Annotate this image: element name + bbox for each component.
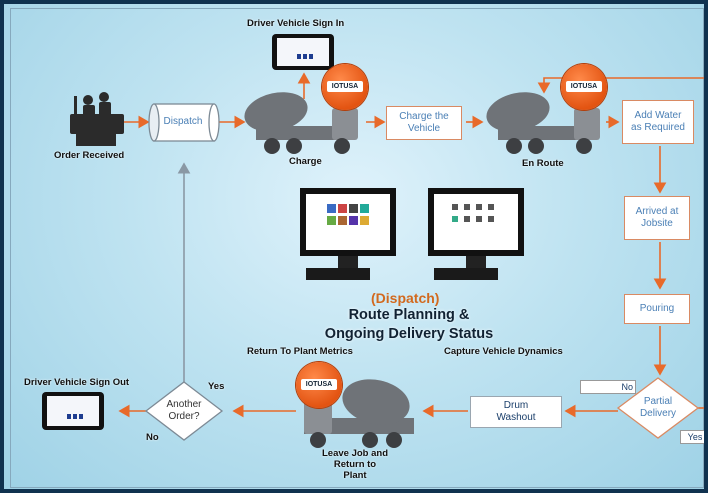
arrived-text: Arrived at Jobsite <box>635 206 679 229</box>
iotusa-badge-text: IOTUSA <box>327 81 363 92</box>
tablet-sign-out <box>42 392 104 430</box>
tablet-tile <box>309 54 313 59</box>
title-line-2: Ongoing Delivery Status <box>324 326 494 342</box>
tablet-tile <box>297 54 301 59</box>
tablet-tile <box>73 414 77 419</box>
dispatch-text: Dispatch <box>163 116 203 127</box>
leave-job-text: Leave Job and Return to Plant <box>322 448 388 481</box>
pouring-box: Pouring <box>624 294 690 324</box>
order-received-label: Order Received <box>54 150 125 161</box>
iotusa-badge-charge: IOTUSA <box>322 64 368 110</box>
tablet-sign-in <box>272 34 334 70</box>
diagram-frame <box>10 8 704 488</box>
another-no-label: No <box>146 432 159 443</box>
return-metrics-label: Return To Plant Metrics <box>247 346 353 357</box>
partial-no-box: No <box>580 380 636 394</box>
another-yes-label: Yes <box>208 381 225 392</box>
arrow-water-loop <box>537 77 704 94</box>
driver-sign-out-label: Driver Vehicle Sign Out <box>24 377 130 388</box>
en-route-label: En Route <box>522 158 564 169</box>
another-order-node: Another Order? <box>154 398 214 424</box>
flow-arrows <box>70 72 704 448</box>
add-water-box: Add Water as Required <box>622 100 694 144</box>
charge-label: Charge <box>289 156 322 167</box>
arrived-jobsite-box: Arrived at Jobsite <box>624 196 690 240</box>
add-water-text: Add Water as Required <box>631 110 685 133</box>
pouring-text: Pouring <box>639 303 675 314</box>
truck-en-route <box>486 92 600 154</box>
tablet-tile <box>79 414 83 419</box>
drum-washout-text: Drum Washout <box>496 400 536 423</box>
order-desk-icon <box>70 92 124 146</box>
tablet-tile <box>303 54 307 59</box>
iotusa-badge-en-route: IOTUSA <box>561 64 607 110</box>
charge-vehicle-text: Charge the Vehicle <box>399 111 449 134</box>
dispatch-title: (Dispatch) <box>371 290 440 306</box>
monitor-right <box>428 188 524 280</box>
truck-return <box>304 379 414 448</box>
title-line-1: Route Planning & <box>348 307 470 323</box>
partial-yes-box: Yes <box>680 430 704 444</box>
iotusa-badge-text: IOTUSA <box>566 81 602 92</box>
another-order-text: Another Order? <box>166 399 202 422</box>
partial-no-text: No <box>621 382 633 392</box>
driver-sign-in-label: Driver Vehicle Sign In <box>247 18 345 29</box>
route-planning-title: Route Planning & Ongoing Delivery Status <box>309 306 509 344</box>
tablet-tile <box>67 414 71 419</box>
leave-job-label: Leave Job and Return to Plant <box>320 448 390 481</box>
drum-washout-box: Drum Washout <box>470 396 562 428</box>
capture-dynamics-label: Capture Vehicle Dynamics <box>444 346 563 357</box>
iotusa-badge-text: IOTUSA <box>301 379 337 390</box>
tablet-screen <box>47 396 99 426</box>
tablet-screen <box>277 38 329 66</box>
charge-vehicle-box: Charge the Vehicle <box>386 106 462 140</box>
truck-charge <box>244 92 358 154</box>
another-order-diamond <box>144 381 224 441</box>
monitor-left <box>300 188 396 280</box>
partial-delivery-text: Partial Delivery <box>639 396 677 419</box>
partial-yes-text: Yes <box>687 432 703 442</box>
iotusa-badge-return: IOTUSA <box>296 362 342 408</box>
dispatch-node: Dispatch <box>156 114 210 130</box>
partial-delivery-node: Partial Delivery <box>628 395 688 421</box>
dispatch-cylinder <box>148 103 220 142</box>
partial-delivery-diamond <box>616 377 700 439</box>
